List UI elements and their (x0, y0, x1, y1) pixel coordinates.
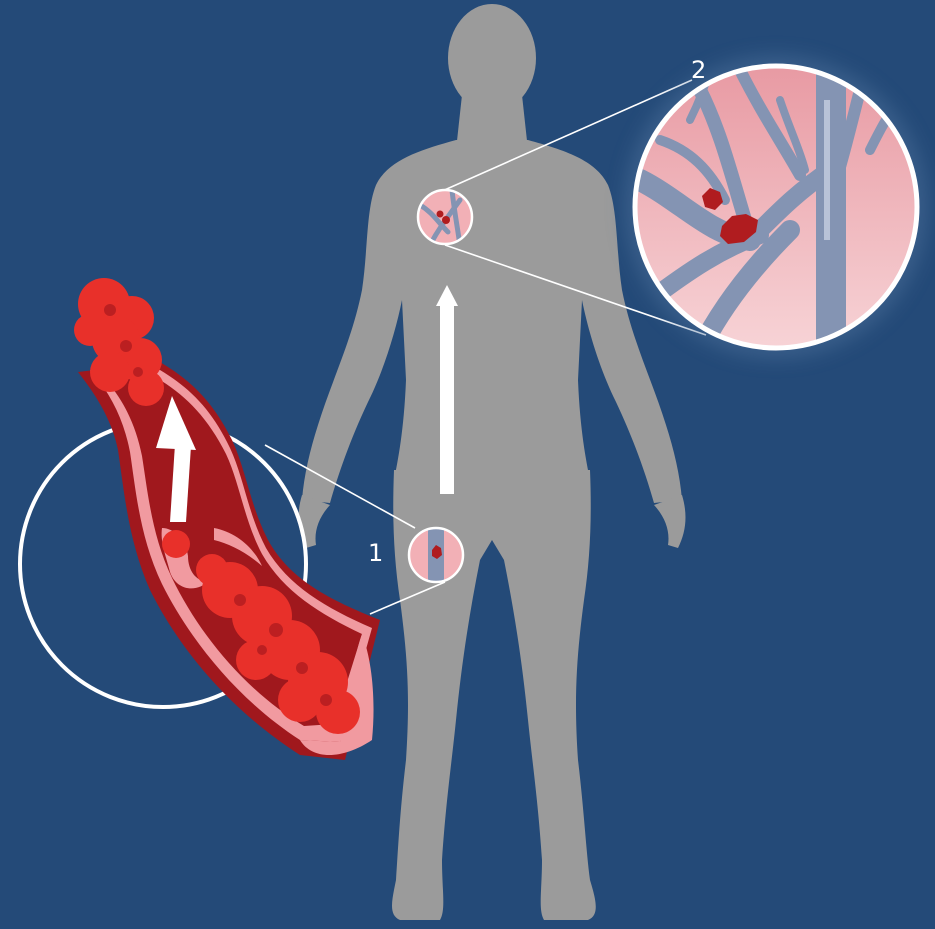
embolus-clot (74, 278, 164, 406)
human-body-silhouette (299, 4, 686, 920)
callout-label-2: 2 (691, 58, 706, 82)
callout-label-1: 1 (368, 541, 383, 565)
lung-zoom-small (418, 190, 472, 246)
lung-zoom-large (624, 55, 928, 360)
vein-cutaway (74, 278, 380, 760)
